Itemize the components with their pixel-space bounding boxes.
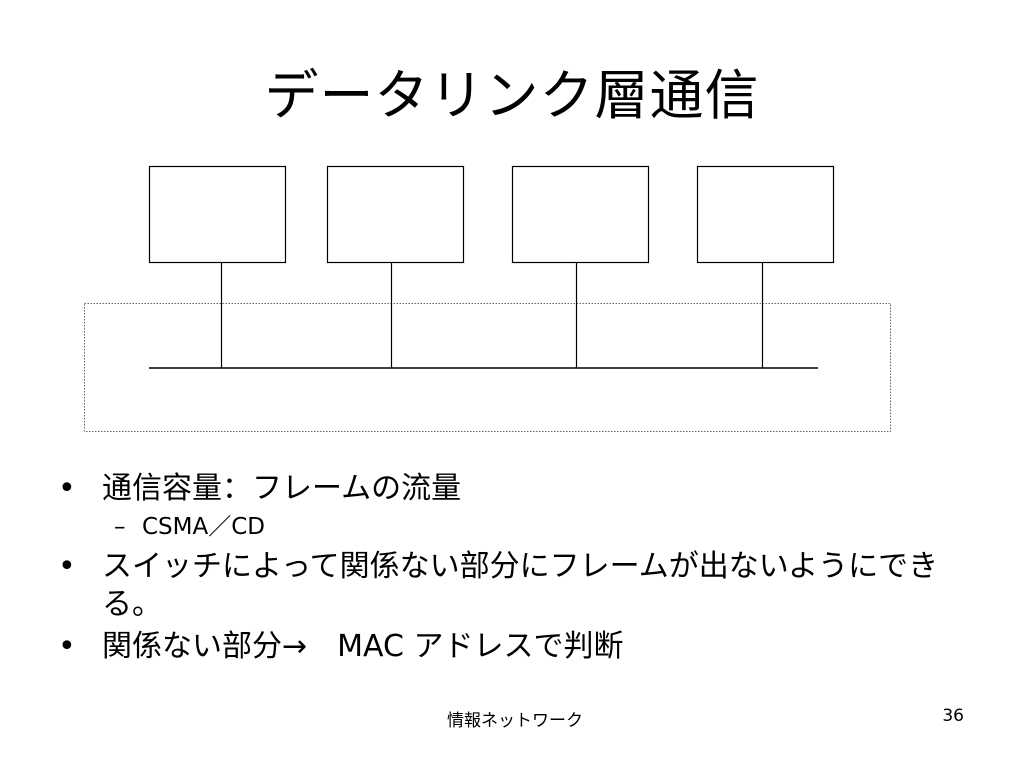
bullet-item: • 通信容量：フレームの流量 [58, 470, 958, 508]
bullet-text: 通信容量：フレームの流量 [102, 471, 462, 506]
bullet-item: • 関係ない部分→ MAC アドレスで判断 [58, 628, 958, 666]
bullet-list: • 通信容量：フレームの流量 – CSMA／CD • スイッチによって関係ない部… [58, 470, 958, 666]
node-box [326, 165, 465, 264]
sub-bullet-text: CSMA／CD [142, 514, 266, 540]
footer-course-name: 情報ネットワーク [447, 711, 583, 731]
slide-title: データリンク層通信 [264, 64, 760, 127]
sub-bullet-item: – CSMA／CD [58, 512, 958, 542]
segment-outline [84, 303, 891, 432]
bullet-marker: • [58, 549, 76, 584]
bullet-marker: • [58, 629, 76, 664]
bullet-item: • スイッチによって関係ない部分にフレームが出ないようにできる。 [58, 548, 958, 624]
network-diagram [84, 165, 891, 432]
sub-bullet-marker: – [114, 514, 126, 540]
bullet-marker: • [58, 471, 76, 506]
node-box [511, 165, 650, 264]
bullet-text: スイッチによって関係ない部分にフレームが出ないようにできる。 [102, 549, 939, 622]
bullet-text: 関係ない部分→ MAC アドレスで判断 [102, 629, 624, 664]
page-number: 36 [942, 706, 964, 726]
node-box [148, 165, 287, 264]
node-box [696, 165, 835, 264]
